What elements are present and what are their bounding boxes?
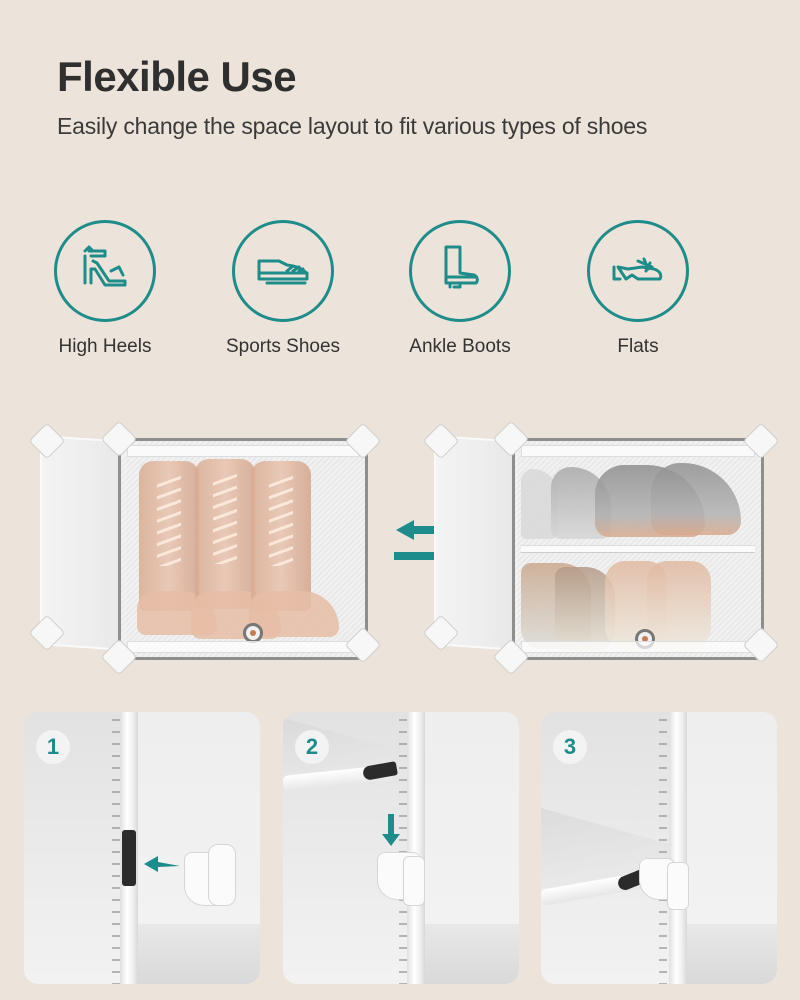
frame-pole (669, 712, 687, 984)
high-heel-icon (54, 220, 156, 322)
arrow-down-icon (382, 814, 400, 846)
step-1-panel: 1 (24, 712, 260, 984)
page-subtitle: Easily change the space layout to fit va… (57, 113, 648, 139)
boot-icon (409, 220, 511, 322)
cabinet-front-door (512, 438, 764, 660)
cabinet-side-panel (40, 434, 126, 652)
step-number-badge: 2 (295, 730, 329, 764)
shoe-type-flats: Flats (553, 220, 723, 358)
shoe-type-high-heels: High Heels (20, 220, 190, 358)
step-number-badge: 1 (36, 730, 70, 764)
flat-shoe-icon (587, 220, 689, 322)
boot (139, 461, 199, 611)
arrow-left-icon (144, 856, 180, 872)
shoe-type-label: Flats (617, 336, 659, 357)
shoe-type-ankle-boots: Ankle Boots (375, 220, 545, 358)
high-heel (647, 561, 711, 651)
shoe-type-label: Ankle Boots (409, 336, 511, 357)
shoe-type-label: Sports Shoes (225, 336, 341, 357)
cabinet-boots (28, 420, 382, 676)
shoe-types-row: High Heels Sports Shoes Ankle Boots (0, 220, 800, 370)
step-number-badge: 3 (553, 730, 587, 764)
door-lock (243, 623, 263, 643)
frame-pole (407, 712, 425, 984)
sneaker (651, 463, 741, 535)
sneaker-icon (232, 220, 334, 322)
pole-sleeve (122, 830, 136, 886)
shoe-type-sports-shoes: Sports Shoes (198, 220, 368, 358)
step-2-panel: 2 (283, 712, 519, 984)
shelf (521, 545, 755, 553)
page-title: Flexible Use (57, 53, 297, 100)
boot (195, 459, 255, 609)
step-3-panel: 3 (541, 712, 777, 984)
cabinet-front-door (118, 438, 368, 660)
cabinet-shelves (422, 420, 784, 676)
boot (251, 461, 311, 611)
shoe-type-label: High Heels (58, 336, 152, 357)
cabinet-side-panel (434, 435, 518, 651)
